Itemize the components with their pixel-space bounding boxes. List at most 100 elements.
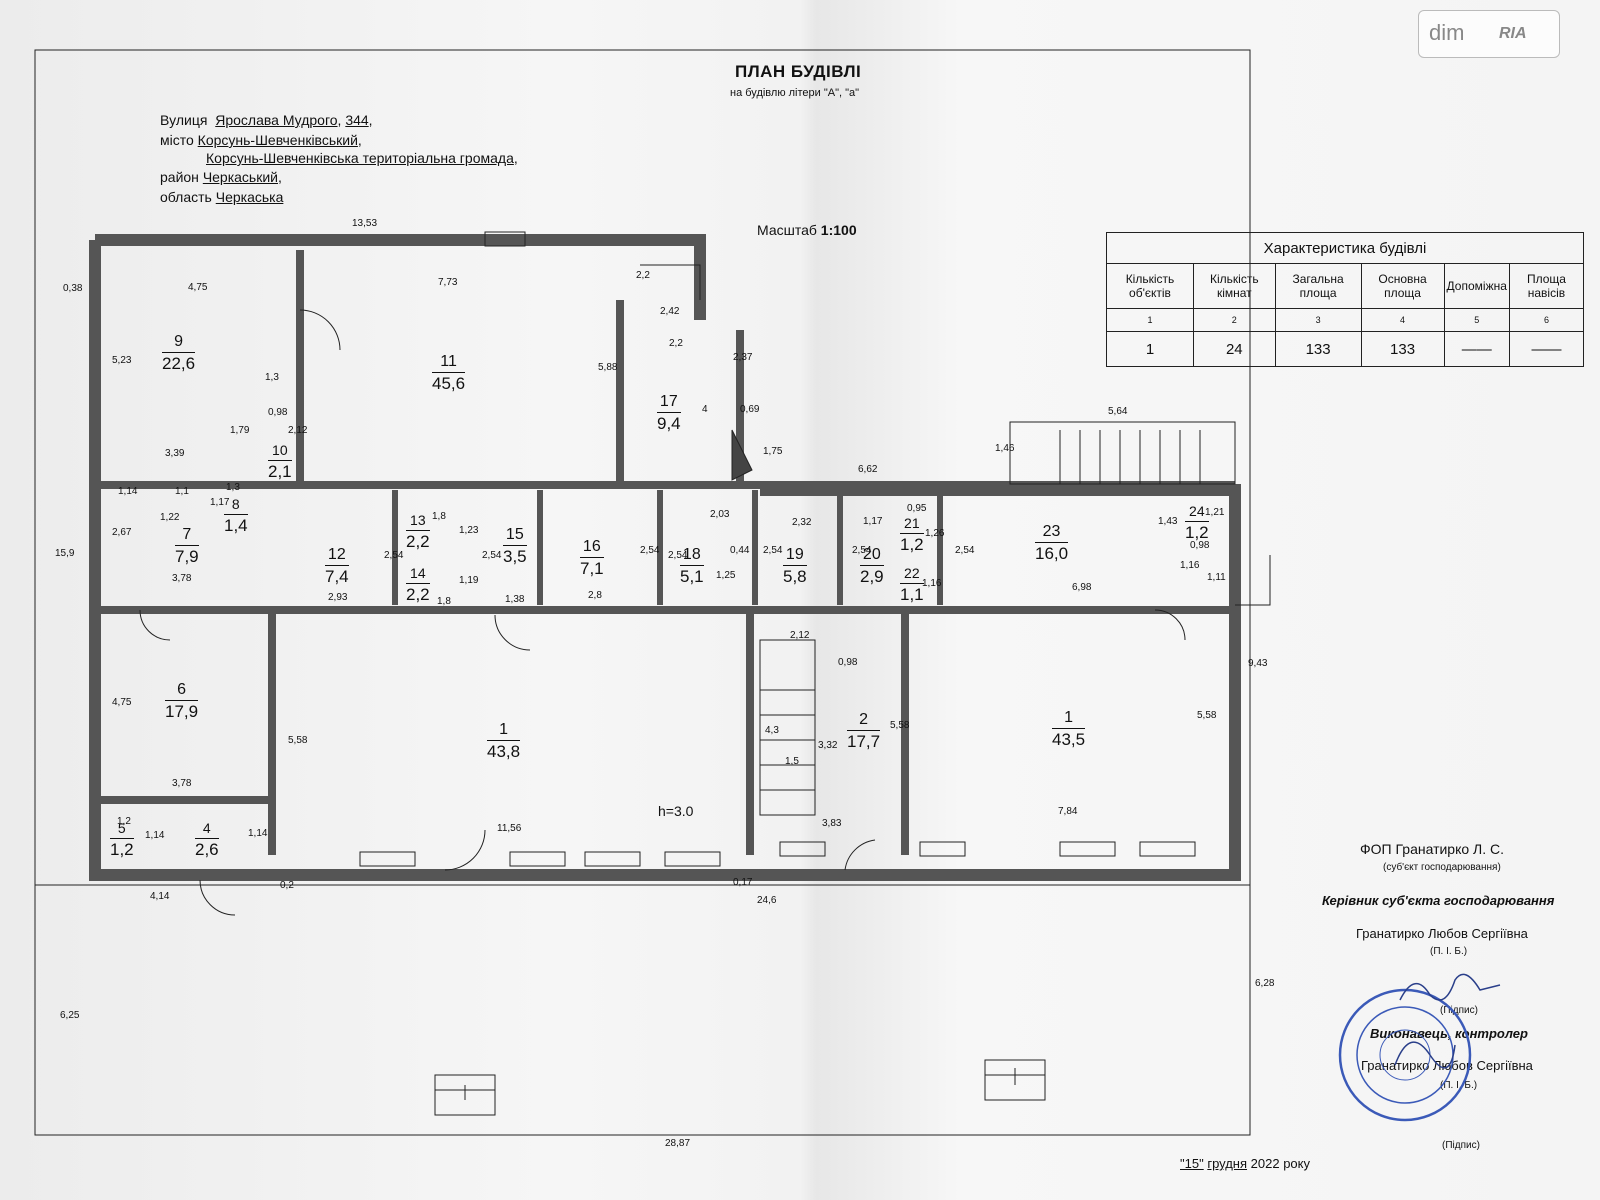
dimension-label: 1,43	[1158, 516, 1178, 527]
site-boundary	[34, 49, 1251, 1136]
logo-text-left: dim	[1429, 20, 1465, 45]
window	[509, 851, 566, 867]
window	[779, 841, 826, 857]
dimension-label: 2,54	[668, 550, 688, 561]
table-caption: Характеристика будівлі	[1106, 232, 1584, 264]
dimension-label: 0,98	[268, 407, 288, 418]
dimension-label: 2,32	[792, 517, 812, 528]
window	[584, 851, 641, 867]
dimension-label: 7,84	[1058, 806, 1078, 817]
executor-name: Гранатирко Любов Сергіївна	[1361, 1058, 1533, 1073]
dimension-label: 0,44	[730, 545, 750, 556]
address-city: місто Корсунь-Шевченківський,	[160, 132, 362, 148]
dimension-label: 2,54	[384, 550, 404, 561]
signature-caption: (Підпис)	[1440, 1005, 1478, 1016]
dimension-label: 3,78	[172, 778, 192, 789]
head-label: Керівник суб'єкта господарювання	[1322, 893, 1555, 908]
dimension-label: 4,3	[765, 725, 779, 736]
table-cell: ——	[1443, 331, 1510, 367]
dimension-label: 1,79	[230, 425, 250, 436]
dimension-label: 5,64	[1108, 406, 1128, 417]
page-subtitle: на будівлю літери "А", "а"	[730, 87, 860, 99]
pib-caption: (П. І. Б.)	[1430, 946, 1468, 957]
door-swing	[299, 309, 341, 351]
entrance-steps-left	[434, 1074, 496, 1116]
dimension-label: 2,54	[482, 550, 502, 561]
dimension-label: 7,73	[438, 277, 458, 288]
house-number: 344	[345, 112, 369, 128]
dimension-label: 1,16	[1180, 560, 1200, 571]
column-number: 1	[1106, 308, 1194, 332]
dimension-label: 2,12	[790, 630, 810, 641]
dimension-label: 1,38	[505, 594, 525, 605]
pib-caption: (П. І. Б.)	[1440, 1080, 1478, 1091]
dimension-label: 1,16	[922, 578, 942, 589]
dimension-label: 1,8	[437, 596, 451, 607]
window	[1059, 841, 1116, 857]
door-swing	[444, 829, 486, 871]
dimension-label: 1,46	[995, 443, 1015, 454]
address-district: район Черкаський,	[160, 169, 282, 185]
door-swing	[1154, 609, 1186, 641]
dimension-label: 1,23	[459, 525, 479, 536]
dimension-label: 3,39	[165, 448, 185, 459]
table-cell: 133	[1360, 331, 1445, 367]
dimension-label: 1,3	[226, 482, 240, 493]
street-name: Ярослава Мудрого	[215, 112, 338, 128]
entrance-steps-right	[984, 1059, 1046, 1101]
dimension-label: 0,98	[838, 657, 858, 668]
dimension-label: 2,54	[852, 545, 872, 556]
dimension-label: 15,9	[55, 548, 75, 559]
scale-label: Масштаб 1:100	[757, 222, 857, 238]
dimension-label: 1,22	[160, 512, 180, 523]
dimension-label: 1,2	[117, 816, 131, 827]
building-walls	[89, 234, 1241, 881]
dimension-label: 6,25	[60, 1010, 80, 1021]
dimension-label: 2,37	[733, 352, 753, 363]
table-cell: 1	[1106, 331, 1194, 367]
dimension-label: 1,19	[459, 575, 479, 586]
dimension-label: 5,23	[112, 355, 132, 366]
district-name: Черкаський	[202, 169, 278, 185]
dimension-label: 1,3	[265, 372, 279, 383]
dimension-label: 2,2	[669, 338, 683, 349]
dimria-logo[interactable]: dim RIA	[1418, 10, 1560, 58]
dimension-label: 1,21	[1205, 507, 1225, 518]
dimension-label: 1,17	[210, 497, 230, 508]
table-header: Загальна площа	[1274, 263, 1362, 309]
dimension-label: 3,78	[172, 573, 192, 584]
dimension-label: 11,56	[497, 823, 522, 834]
dimension-label: 1,75	[763, 446, 783, 457]
address-community: Корсунь-Шевченківська територіальна гром…	[206, 150, 518, 166]
door-swing	[494, 614, 531, 651]
stairs-inner	[759, 639, 816, 816]
porch	[1235, 555, 1271, 606]
dimension-label: 24,6	[757, 895, 777, 906]
dimension-label: 5,88	[598, 362, 618, 373]
door-swing	[139, 609, 171, 641]
dimension-label: 0,69	[740, 404, 760, 415]
logo-text-right: RIA	[1499, 25, 1527, 42]
dimension-label: 3,83	[822, 818, 842, 829]
table-cell: 24	[1192, 331, 1276, 367]
window	[664, 851, 721, 867]
table-header: Основна площа	[1360, 263, 1445, 309]
dimension-label: 2,54	[640, 545, 660, 556]
dimension-label: 13,53	[352, 218, 378, 229]
